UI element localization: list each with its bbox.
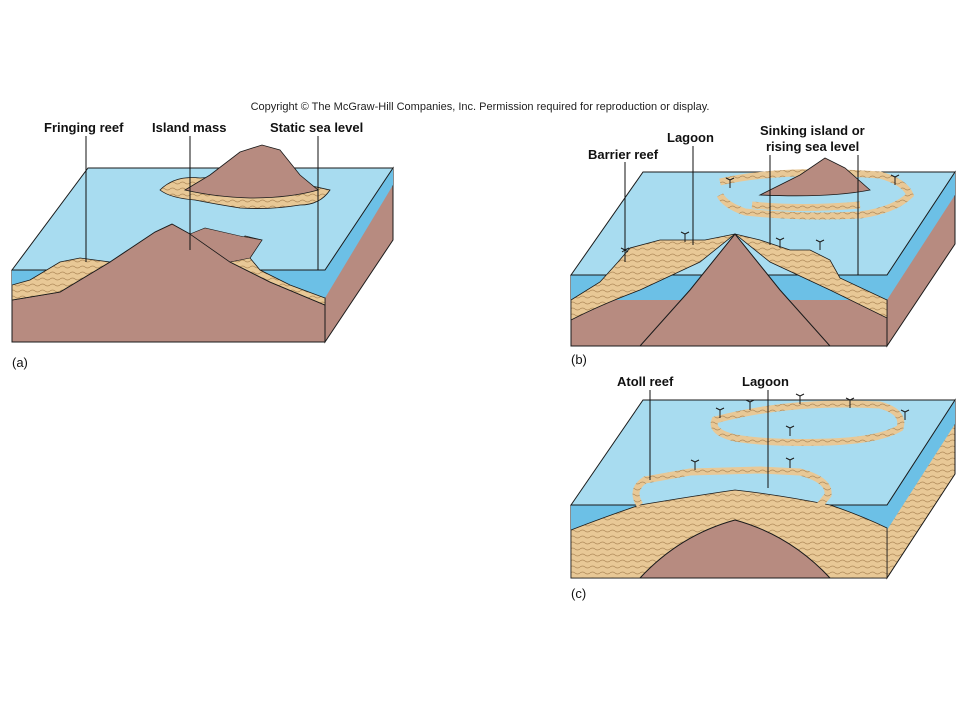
panel-a-right-water-face xyxy=(325,168,393,298)
copyright-notice: Copyright © The McGraw-Hill Companies, I… xyxy=(250,101,710,113)
label-static-sea-level: Static sea level xyxy=(270,120,364,135)
panel-a-letter: (a) xyxy=(12,355,28,370)
panel-c xyxy=(570,390,956,580)
label-fringing-reef: Fringing reef xyxy=(44,120,124,135)
panel-b-right-water-face xyxy=(887,172,955,300)
panel-a-distant-island xyxy=(183,144,319,199)
panel-c-distant-atoll xyxy=(710,400,905,446)
panel-b-barrier-reef-front xyxy=(570,233,888,321)
panel-b-island-mass xyxy=(638,233,832,347)
panel-c-sunken-island xyxy=(638,519,832,579)
panel-c-letter: (c) xyxy=(571,586,587,601)
panel-b-palm-trees xyxy=(620,174,900,258)
panel-b-distant-island xyxy=(758,157,871,197)
label-sinking-island-line1: Sinking island or xyxy=(760,123,865,138)
label-barrier-reef: Barrier reef xyxy=(588,147,659,162)
panel-a-fringing-reef-right xyxy=(229,235,326,306)
label-lagoon-c: Lagoon xyxy=(742,374,789,389)
label-sinking-island-line2: rising sea level xyxy=(766,139,860,154)
panel-c-palm-trees xyxy=(690,393,910,470)
panel-b xyxy=(570,146,956,348)
panel-b-letter: (b) xyxy=(571,352,587,367)
panel-a-fringing-reef-left xyxy=(11,257,112,301)
label-island-mass: Island mass xyxy=(152,120,227,135)
panel-c-right-water-face xyxy=(887,400,955,530)
label-atoll-reef: Atoll reef xyxy=(617,374,674,389)
panel-c-atoll-ring-front xyxy=(632,466,832,508)
panel-a-upper-reef xyxy=(189,227,263,263)
label-lagoon-b: Lagoon xyxy=(667,130,714,145)
panel-a-front-water-right xyxy=(205,270,325,305)
panel-a xyxy=(11,136,394,344)
